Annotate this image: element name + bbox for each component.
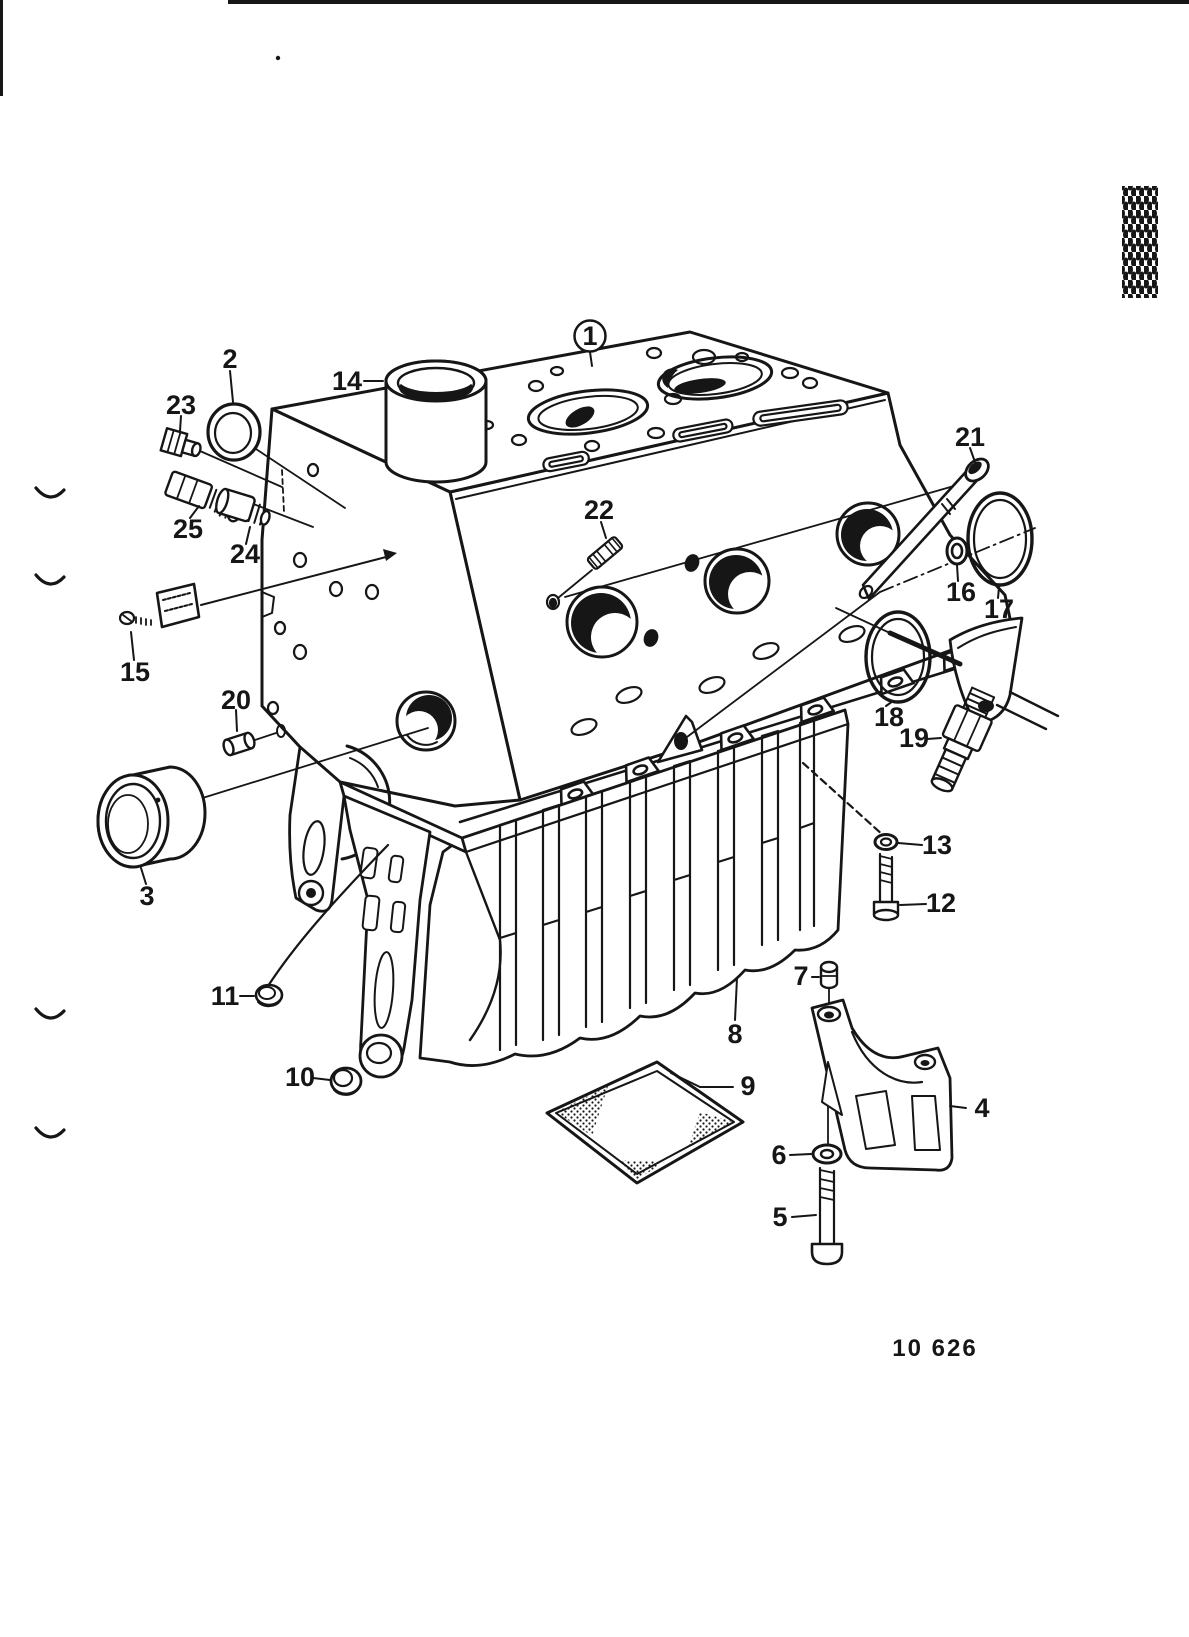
part-bolt-5	[810, 1166, 844, 1266]
part-plug-7	[819, 960, 839, 990]
scan-artifacts	[0, 0, 1189, 96]
part-cup-plug-10	[329, 1066, 363, 1096]
assembly-axis-lines	[179, 442, 1060, 1147]
callout-4: 4	[974, 1093, 989, 1123]
callout-21: 21	[955, 422, 985, 452]
callout-5: 5	[772, 1202, 787, 1232]
part-bushing-3	[96, 765, 207, 869]
part-stud-22	[586, 536, 624, 570]
callout-18: 18	[874, 702, 904, 732]
callout-1-circle	[573, 319, 607, 353]
callout-2: 2	[222, 344, 237, 374]
callout-12: 12	[926, 888, 956, 918]
part-bolt-12	[872, 852, 900, 922]
front-face-details	[266, 462, 457, 861]
drawing-number: 10 626	[892, 1335, 977, 1362]
part-bracket-4	[810, 998, 954, 1172]
callout-17: 17	[984, 594, 1014, 624]
callout-labels: 1 2 3 4 5 6 7 8 9 10 11 12 13 14 15 16 1…	[120, 319, 1014, 1232]
part-cylinder-liner	[384, 359, 488, 484]
thumb-tab-halftone	[1122, 186, 1158, 298]
part-cap-11	[254, 983, 284, 1008]
deck-cylinder-bores	[526, 355, 774, 436]
part-pin-20	[222, 731, 256, 757]
callout-15: 15	[120, 657, 150, 687]
side-core-holes	[565, 501, 901, 661]
part-id-plate-15	[118, 582, 201, 629]
deck-slots	[542, 399, 849, 473]
callout-6: 6	[771, 1140, 786, 1170]
callout-leader-lines	[130, 351, 1000, 1218]
callout-10: 10	[285, 1062, 315, 1092]
callout-1: 1	[582, 321, 597, 351]
callout-11: 11	[211, 981, 240, 1011]
part-washer-6	[811, 1143, 843, 1165]
part-sealing-ring-2	[206, 402, 262, 462]
part-plug-24	[215, 487, 271, 526]
callout-8: 8	[727, 1019, 742, 1049]
callout-24: 24	[230, 539, 260, 569]
part-strainer-screen-9	[545, 1060, 745, 1185]
part-washer-13	[873, 833, 899, 851]
callout-22: 22	[584, 495, 614, 525]
callout-13: 13	[922, 830, 952, 860]
part-nipple-19	[930, 686, 996, 793]
part-cylinder-block	[260, 330, 1024, 861]
callout-9: 9	[740, 1071, 755, 1101]
oil-pan-front-bracket	[288, 745, 502, 1079]
callout-23: 23	[166, 390, 196, 420]
callout-19: 19	[899, 723, 929, 753]
part-o-ring-17	[966, 491, 1034, 587]
callout-20: 20	[221, 685, 251, 715]
part-washer-16	[945, 536, 969, 566]
part-oil-pan	[288, 708, 850, 1079]
part-dipstick-tube-21	[858, 457, 990, 601]
callout-3: 3	[139, 881, 154, 911]
side-small-holes	[545, 554, 866, 737]
callout-25: 25	[173, 514, 203, 544]
margin-punch-marks	[34, 486, 66, 1139]
part-plug-23	[159, 427, 202, 458]
callout-14: 14	[332, 366, 362, 396]
part-o-ring-18	[864, 610, 932, 704]
callout-16: 16	[946, 577, 976, 607]
callout-7: 7	[793, 961, 808, 991]
